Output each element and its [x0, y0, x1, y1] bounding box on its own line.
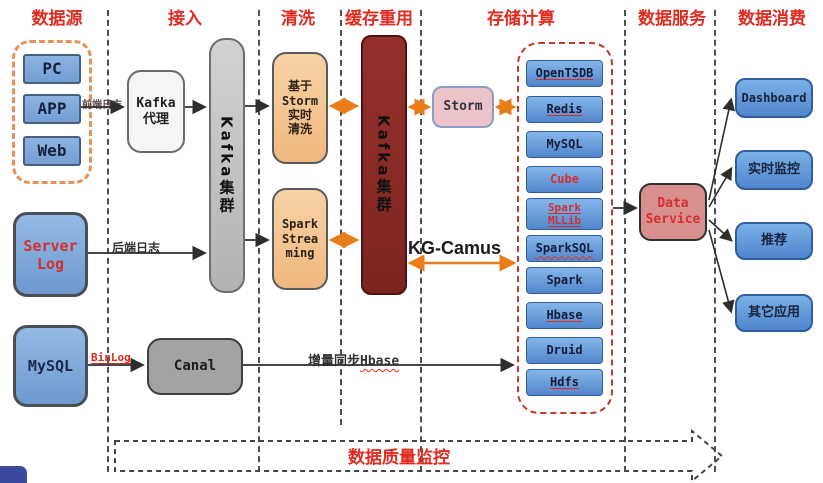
- column-divider: [340, 10, 342, 425]
- node-kafka-proxy: Kafka 代理: [127, 70, 185, 153]
- node-kafka-cluster-ingest-label: Kafka集群: [217, 115, 236, 216]
- node-pc: PC: [23, 54, 81, 84]
- node-hbase: Hbase: [526, 302, 603, 329]
- column-divider: [107, 10, 109, 472]
- node-other-apps: 其它应用: [735, 294, 813, 332]
- node-app: APP: [23, 94, 81, 124]
- edge-label-kg-camus: KG-Camus: [408, 238, 502, 258]
- node-cube-label: Cube: [550, 172, 579, 187]
- node-storm-realtime-clean: 基于 Storm 实时 清洗: [272, 52, 328, 164]
- node-other-apps-label: 其它应用: [747, 305, 800, 321]
- node-kafka-cluster-cache: Kafka集群: [361, 35, 407, 295]
- node-recommend: 推荐: [735, 222, 813, 260]
- edge-label-incr-sync-suffix: Hbase: [360, 354, 400, 369]
- node-server-log-label: Server Log: [23, 236, 78, 273]
- node-canal: Canal: [147, 338, 243, 395]
- node-mysql-storage: MySQL: [526, 131, 603, 158]
- node-sparksql: SparkSQL: [526, 235, 603, 262]
- node-hbase-label: Hbase: [546, 308, 583, 323]
- column-header-storage: 存储计算: [487, 9, 555, 28]
- node-web: Web: [23, 136, 81, 166]
- node-opentsdb: OpenTSDB: [526, 60, 603, 87]
- node-web-label: Web: [37, 141, 67, 161]
- node-mysql-source: MySQL: [13, 325, 88, 407]
- node-mysql-storage-label: MySQL: [546, 137, 583, 152]
- column-header-ingest: 接入: [168, 9, 202, 28]
- node-realtime-monitor-label: 实时监控: [747, 162, 800, 178]
- edge-label-front-log: 前端日志: [82, 100, 122, 111]
- node-spark: Spark: [526, 267, 603, 294]
- column-header-data-service: 数据服务: [638, 9, 706, 28]
- edge-label-binlog: BinLog: [91, 351, 131, 364]
- node-spark-streaming: Spark Strea ming: [272, 188, 328, 290]
- node-sparksql-label: SparkSQL: [535, 241, 594, 256]
- node-kafka-cluster-ingest: Kafka集群: [209, 38, 245, 293]
- node-app-label: APP: [37, 99, 67, 119]
- node-dashboard-label: Dashboard: [741, 90, 807, 105]
- node-pc-label: PC: [42, 59, 62, 79]
- client-sources-group: [12, 40, 92, 184]
- column-divider: [714, 10, 716, 472]
- node-data-service: Data Service: [639, 183, 707, 241]
- node-storm-label: Storm: [443, 99, 483, 115]
- column-divider: [624, 10, 626, 472]
- corner-decoration: [0, 466, 27, 483]
- node-druid: Druid: [526, 337, 603, 364]
- node-kafka-proxy-label: Kafka 代理: [136, 95, 176, 127]
- quality-monitor-label: 数据质量监控: [348, 448, 450, 467]
- arrow-data-service-to-recommend: [708, 219, 733, 242]
- node-druid-label: Druid: [546, 343, 583, 358]
- arrow-data-service-to-other-apps: [708, 229, 735, 314]
- column-header-cache-reuse: 缓存重用: [345, 9, 413, 28]
- node-storm: Storm: [432, 86, 494, 128]
- column-header-consume: 数据消费: [738, 9, 806, 28]
- edge-label-incr-sync: 增量同步Hbase: [308, 350, 399, 369]
- node-spark-mllib: Spark MLLib: [526, 198, 603, 230]
- node-kafka-cluster-cache-label: Kafka集群: [374, 115, 393, 215]
- node-recommend-label: 推荐: [760, 233, 787, 249]
- node-redis: Redis: [526, 96, 603, 123]
- arrow-data-service-to-dashboard: [708, 97, 736, 201]
- storage-group: [517, 42, 613, 414]
- node-server-log: Server Log: [13, 212, 88, 297]
- node-storm-realtime-clean-label: 基于 Storm 实时 清洗: [281, 79, 319, 137]
- node-redis-label: Redis: [546, 102, 583, 117]
- node-data-service-label: Data Service: [645, 196, 701, 227]
- column-divider: [420, 10, 422, 472]
- node-realtime-monitor: 实时监控: [735, 150, 813, 190]
- node-mysql-source-label: MySQL: [27, 357, 74, 375]
- node-hdfs-label: Hdfs: [550, 375, 579, 390]
- node-canal-label: Canal: [173, 358, 217, 375]
- column-header-datasource: 数据源: [31, 9, 83, 28]
- node-spark-streaming-label: Spark Strea ming: [281, 217, 319, 261]
- node-spark-label: Spark: [546, 273, 583, 288]
- column-divider: [258, 10, 260, 472]
- edge-label-incr-sync-prefix: 增量同步: [308, 354, 361, 369]
- edge-label-back-log: 后端日志: [112, 241, 161, 255]
- node-cube: Cube: [526, 166, 603, 193]
- node-opentsdb-label: OpenTSDB: [535, 66, 594, 81]
- node-hdfs: Hdfs: [526, 369, 603, 396]
- node-spark-mllib-label: Spark MLLib: [547, 200, 582, 227]
- node-dashboard: Dashboard: [735, 78, 813, 118]
- column-header-clean: 清洗: [281, 9, 315, 28]
- arrow-data-service-to-realtime-monitor: [708, 166, 733, 208]
